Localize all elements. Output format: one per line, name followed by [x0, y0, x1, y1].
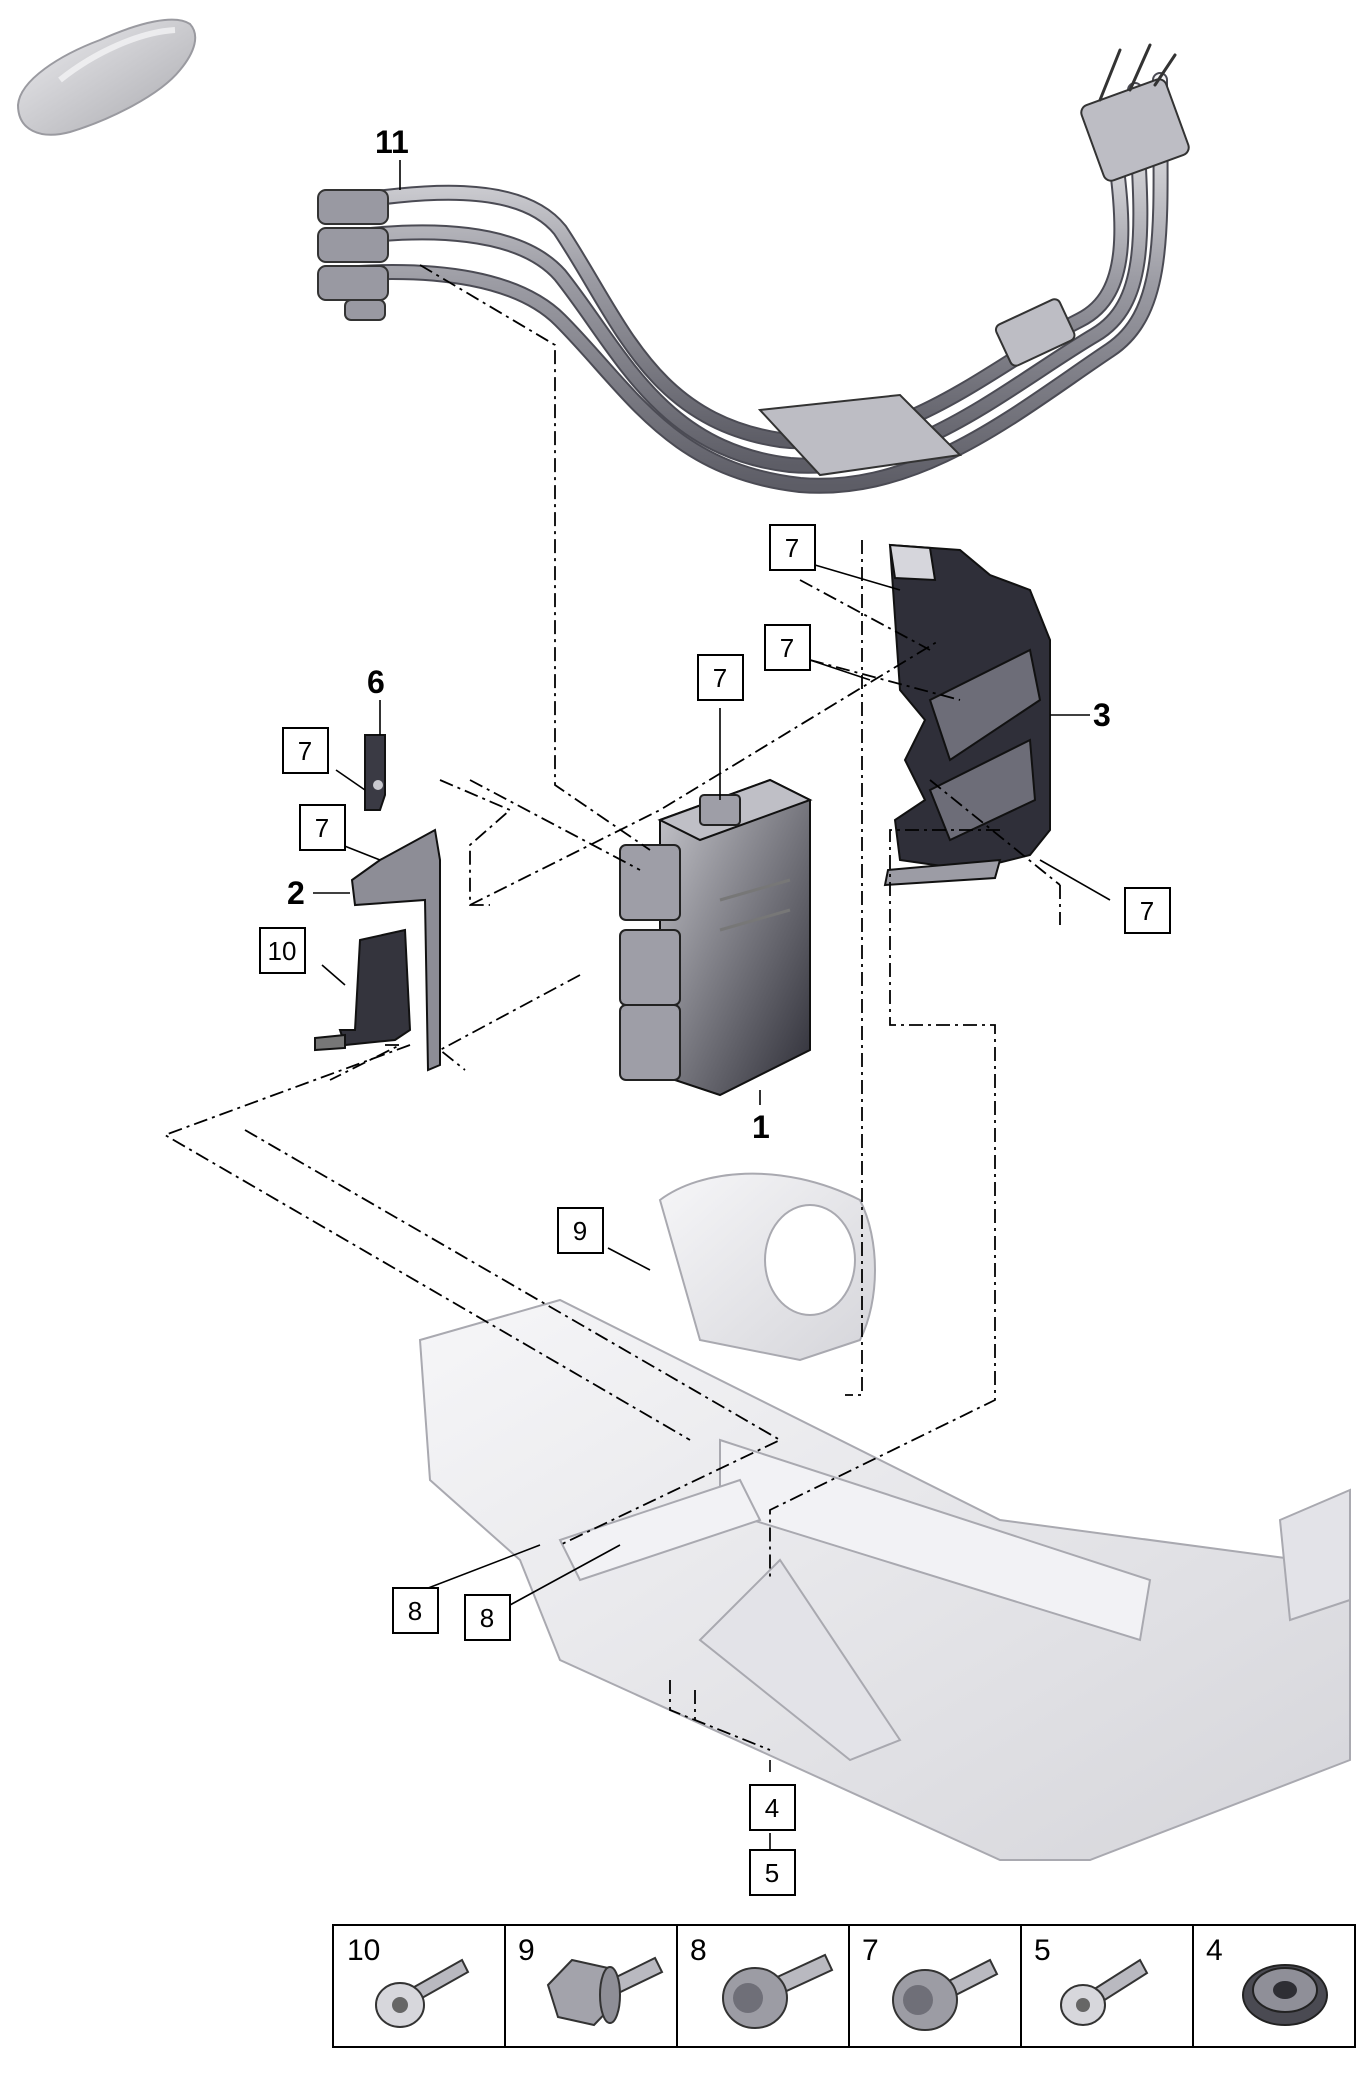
legend-number-10: 10: [347, 1934, 380, 1967]
part-10-bracket: [314, 928, 412, 1052]
boxed-callout-7f: 7: [1124, 887, 1171, 934]
svg-text:7: 7: [785, 533, 799, 563]
hex-flange-bolt-icon: [546, 1956, 664, 2027]
legend-number-9: 9: [518, 1934, 535, 1967]
legend-number-7: 7: [862, 1934, 879, 1967]
front-subframe: [418, 1172, 1351, 1861]
legend-number-4: 4: [1206, 1934, 1223, 1967]
svg-text:5: 5: [765, 1858, 779, 1888]
boxed-callout-8a: 8: [392, 1587, 439, 1634]
svg-text:8: 8: [408, 1596, 422, 1626]
callout-leaders: [313, 160, 1111, 1860]
svg-text:7: 7: [713, 663, 727, 693]
boxed-callout-5: 5: [749, 1849, 796, 1896]
part-11-pipe-harness: [317, 43, 1190, 494]
svg-text:7: 7: [315, 813, 329, 843]
callout-6: 6: [367, 664, 385, 700]
svg-text:8: 8: [480, 1603, 494, 1633]
svg-text:10: 10: [268, 936, 297, 966]
part-3-bracket: [883, 543, 1051, 887]
callout-11: 11: [375, 124, 409, 160]
boxed-callout-7a: 7: [769, 524, 816, 571]
callout-1: 1: [752, 1109, 770, 1145]
assembly-leader-lines: [162, 264, 1061, 1751]
legend-number-8: 8: [690, 1934, 707, 1967]
part-6-small-bracket: [364, 734, 386, 811]
spline-flange-bolt-icon: [722, 1953, 834, 2029]
torx-screw-icon: [1060, 1958, 1149, 2026]
rubber-grommet-icon: [1242, 1964, 1328, 2026]
boxed-callout-4: 4: [749, 1784, 796, 1831]
vehicle-thumbnail-icon: [16, 18, 197, 136]
fastener-legend: 10 9 8 7 5 4: [332, 1924, 1356, 2048]
callout-3: 3: [1093, 697, 1111, 733]
boxed-callout-7c: 7: [697, 654, 744, 701]
pan-head-torx-bolt-icon: [375, 1958, 470, 2028]
boxed-callout-10: 10: [259, 927, 306, 974]
boxed-callout-7e: 7: [299, 804, 346, 851]
callout-2: 2: [287, 875, 305, 911]
svg-text:7: 7: [298, 736, 312, 766]
svg-text:4: 4: [765, 1793, 779, 1823]
boxed-callout-8b: 8: [464, 1594, 511, 1641]
boxed-callout-7b: 7: [764, 624, 811, 671]
spline-flange-screw-icon: [892, 1958, 999, 2031]
part-1-control-unit: [619, 778, 813, 1097]
boxed-callout-7d: 7: [282, 727, 329, 774]
svg-text:9: 9: [573, 1216, 587, 1246]
part-2-bracket: [350, 828, 441, 1072]
svg-text:7: 7: [1140, 896, 1154, 926]
boxed-callout-9: 9: [557, 1207, 604, 1254]
svg-text:7: 7: [780, 633, 794, 663]
legend-number-5: 5: [1034, 1934, 1051, 1967]
